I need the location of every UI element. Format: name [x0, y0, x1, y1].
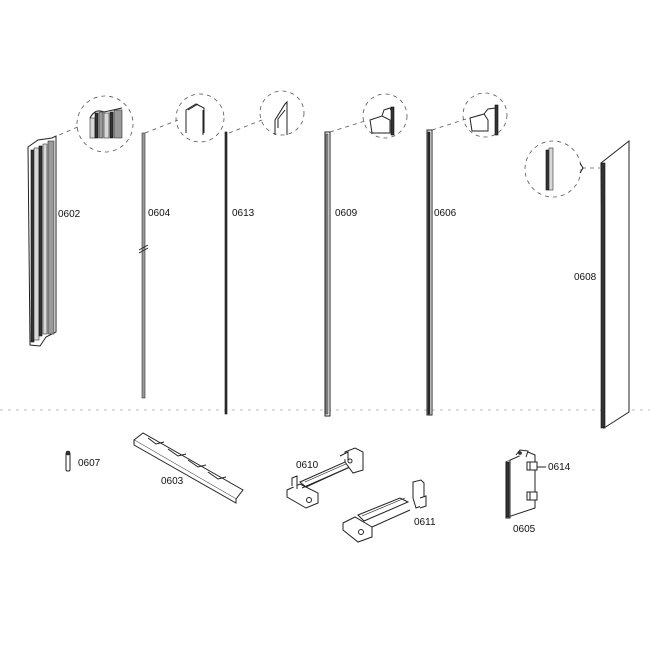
part-0606-drawing: [426, 92, 508, 416]
part-0610-drawing: [286, 447, 364, 509]
part-label-0604: 0604: [148, 208, 171, 219]
part-0604-drawing: [138, 93, 225, 399]
part-0603-drawing: [133, 432, 244, 504]
part-label-0611: 0611: [414, 517, 436, 528]
part-label-0603: 0603: [161, 476, 184, 487]
part-label-0609: 0609: [335, 208, 358, 219]
part-label-0608: 0608: [574, 272, 597, 283]
part-0609-drawing: [324, 93, 408, 417]
part-0607-drawing: [65, 450, 71, 472]
part-label-0610: 0610: [296, 460, 319, 471]
part-label-0613: 0613: [232, 208, 255, 219]
part-label-0614: 0614: [548, 462, 571, 473]
part-0613-drawing: [224, 90, 305, 415]
part-label-0606: 0606: [434, 208, 457, 219]
part-0608-drawing: [524, 139, 630, 429]
part-label-0602: 0602: [58, 209, 81, 220]
part-label-0607: 0607: [78, 458, 101, 469]
part-0602-drawing: [27, 95, 134, 347]
part-0611-drawing: [342, 479, 427, 543]
part-0605-drawing: [505, 449, 546, 519]
part-label-0605: 0605: [513, 524, 536, 535]
